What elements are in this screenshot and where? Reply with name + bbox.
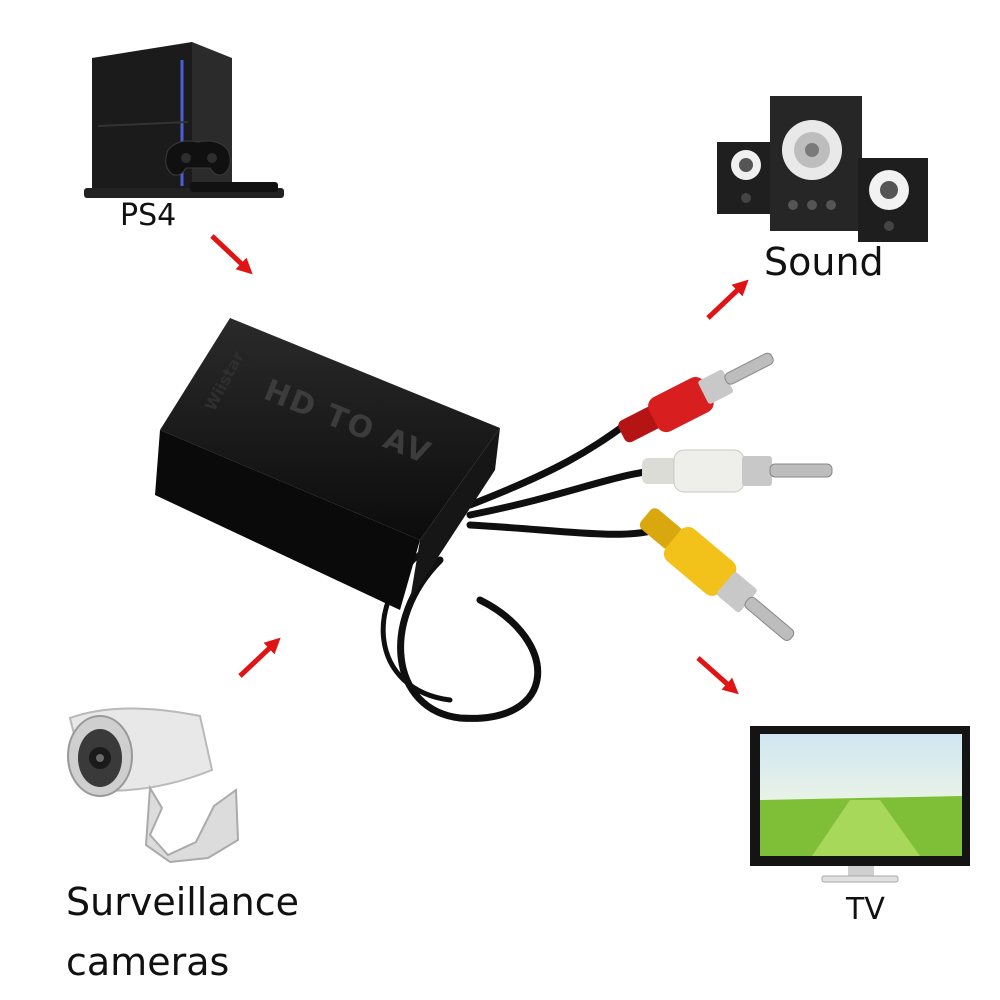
arrow-icon <box>238 637 281 678</box>
rca-plug-red-icon <box>618 352 774 443</box>
arrow-icon <box>696 656 739 695</box>
speaker-system-icon <box>717 96 928 242</box>
tv-label: TV <box>846 892 885 927</box>
ps4-label: PS4 <box>120 198 177 233</box>
arrow-icon <box>210 234 253 275</box>
ps4-console-icon <box>84 42 284 198</box>
sound-label: Sound <box>764 240 884 284</box>
arrows <box>210 234 749 695</box>
tv-icon <box>750 726 970 883</box>
rca-plug-white-icon <box>642 449 833 493</box>
adapter-box: Wiistar HD TO AV <box>155 318 500 610</box>
camera-label-line2: cameras <box>66 940 230 984</box>
security-camera-icon <box>67 707 240 864</box>
rca-plug-yellow-icon <box>639 508 795 641</box>
camera-label-line1: Surveillance <box>66 880 300 924</box>
arrow-icon <box>706 279 749 320</box>
